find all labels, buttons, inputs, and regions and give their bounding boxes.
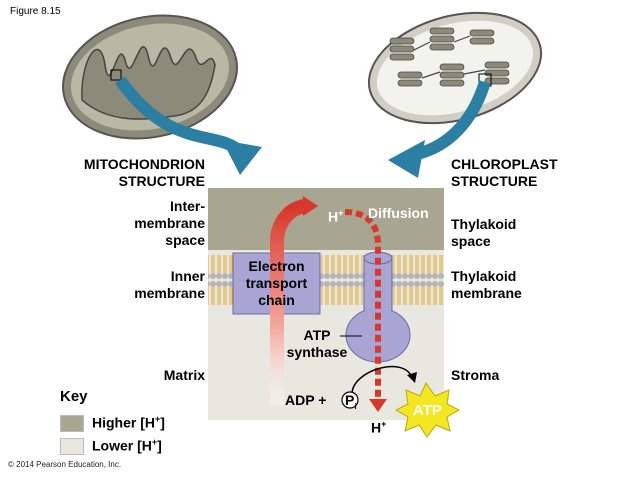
h-plus-bottom-label: H+	[371, 419, 387, 436]
phosphate-circle	[341, 391, 359, 409]
key-title: Key	[60, 388, 88, 405]
key-lower-label: Lower [H+]	[92, 437, 162, 454]
phosphate-label: Pi	[345, 392, 357, 411]
zoom-arrows	[115, 76, 491, 178]
figure-label: Figure 8.15	[10, 6, 61, 17]
atp-starburst	[394, 381, 461, 438]
phosphorylation-arrow	[351, 365, 413, 395]
stroma-label: Stroma	[451, 367, 500, 383]
h-plus-top-label: H+	[328, 208, 344, 225]
adp-label: ADP +	[285, 392, 327, 408]
key-lower-swatch	[60, 438, 84, 455]
key-higher-swatch	[60, 415, 84, 432]
mitochondrion-illustration	[62, 14, 238, 140]
atp-label: ATP	[413, 402, 442, 419]
chloroplast-illustration	[367, 11, 543, 125]
diffusion-path	[344, 209, 387, 412]
matrix-label: Matrix	[163, 367, 205, 383]
copyright: © 2014 Pearson Education, Inc.	[8, 460, 122, 469]
key-higher-label: Higher [H+]	[92, 414, 165, 431]
proton-pump-arrow	[270, 196, 318, 405]
diffusion-label: Diffusion	[368, 205, 429, 221]
phosphorylation-arrowhead	[407, 372, 417, 383]
